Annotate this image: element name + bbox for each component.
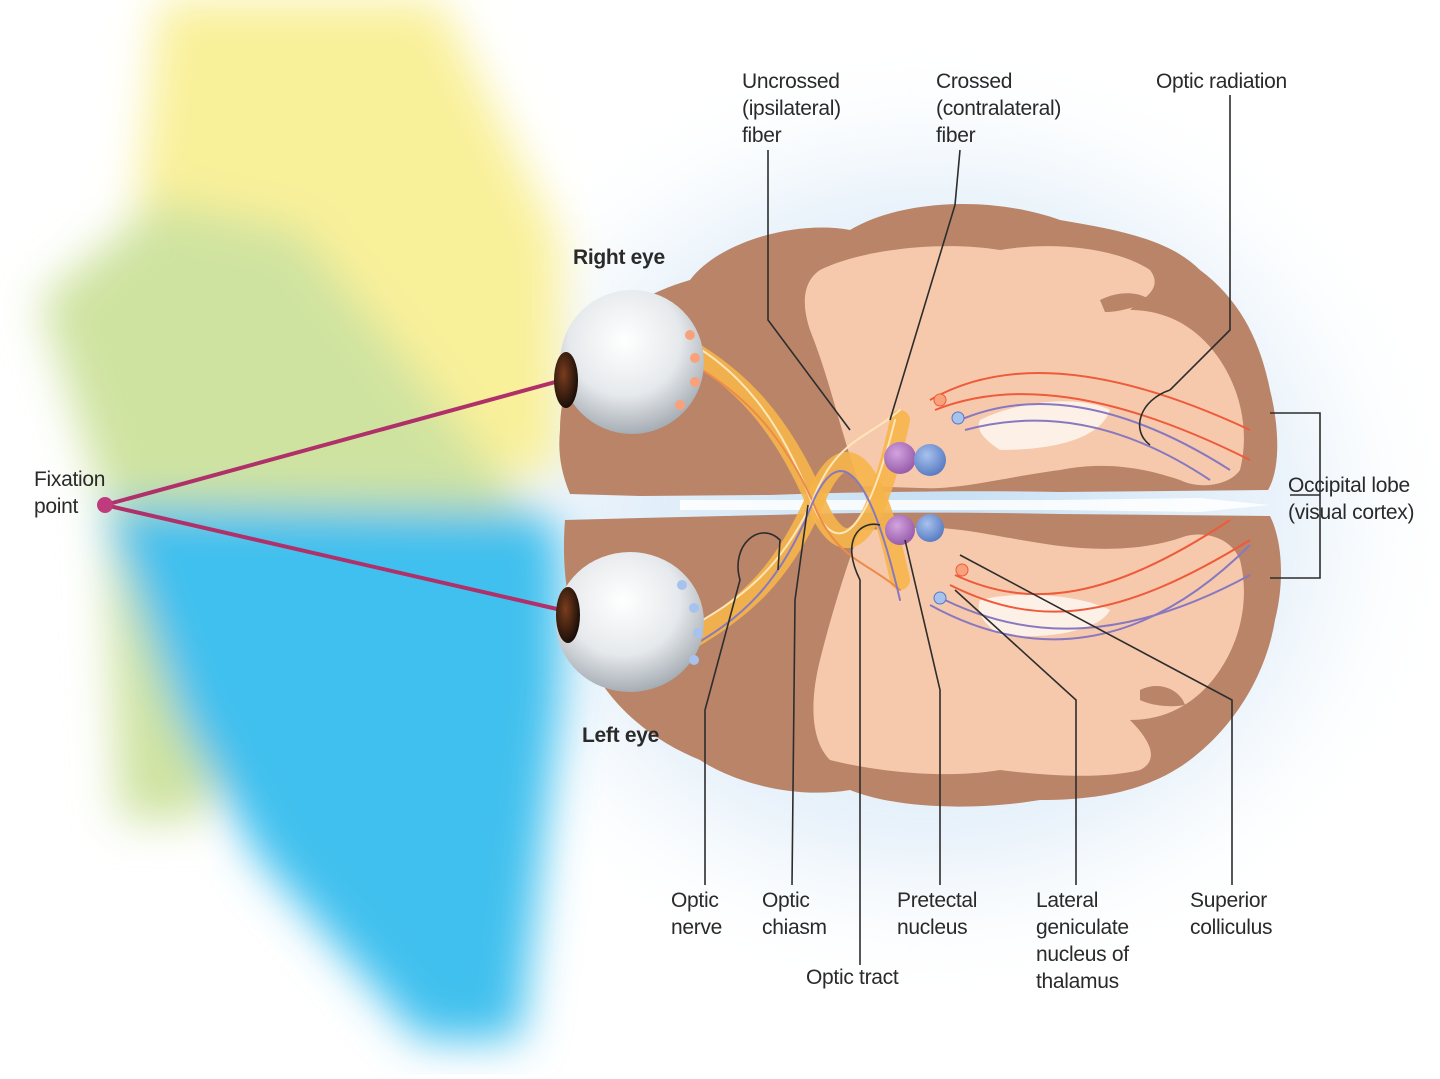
visual-field-blue: [105, 505, 560, 1040]
label-fixation-point: Fixation point: [34, 468, 106, 518]
left-eye-iris: [556, 587, 580, 643]
right-eye-receptor-4: [675, 400, 685, 410]
leader-occipital-lobe: [1270, 412, 1321, 579]
optic-radiation-bracket: [1138, 389, 1171, 446]
lgn-upper-purple: [884, 442, 916, 474]
fixation-line-left: [104, 503, 571, 614]
brain-lower-inner: [813, 527, 1244, 776]
fiber-2: [684, 359, 901, 591]
leader-crossed-fiber: [889, 149, 961, 421]
colliculus-dot-3: [955, 563, 969, 577]
lgn-lower-blue: [916, 514, 944, 542]
radiation-red-3: [954, 519, 1231, 596]
label-occipital-lobe: Occipital lobe (visual cortex): [1288, 474, 1415, 524]
label-left-eye: Left eye: [582, 724, 659, 747]
leader-lateral-geniculate: [954, 589, 1077, 885]
visual-field: [40, 0, 560, 1040]
label-crossed-fiber: Crossed (contralateral) fiber: [936, 70, 1062, 147]
left-eye-receptor-3: [693, 628, 703, 638]
colliculus-dot-2: [951, 411, 965, 425]
fiber-4: [684, 470, 901, 651]
gyrus-notch-lower: [1140, 685, 1185, 707]
left-eye-receptor-2: [689, 603, 699, 613]
leader-optic-tract: [850, 523, 881, 965]
label-pretectal-nucleus: Pretectal nucleus: [897, 889, 978, 939]
fixation-line-right: [104, 376, 571, 507]
leader-optic-radiation: [1169, 95, 1231, 391]
label-superior-colliculus: Superior colliculus: [1190, 889, 1273, 939]
label-optic-tract: Optic tract: [806, 966, 899, 989]
brain: [559, 203, 1282, 807]
leader-lines: [704, 95, 1321, 965]
leader-pretectal-nucleus: [904, 539, 941, 885]
white-matter-lower: [978, 594, 1110, 637]
right-eye-receptor-2: [690, 353, 700, 363]
brain-upper-inner: [804, 246, 1244, 489]
leader-optic-chiasm: [791, 504, 809, 886]
label-lateral-geniculate: Lateral geniculate nucleus of thalamus: [1036, 889, 1129, 993]
label-right-eye: Right eye: [573, 246, 665, 269]
longitudinal-fissure: [680, 498, 1270, 512]
lgn-lower-purple: [885, 515, 915, 545]
colliculus-dot-4: [933, 591, 947, 605]
radiation-red-2: [934, 393, 1251, 461]
label-optic-chiasm: Optic chiasm: [762, 889, 827, 939]
fixation-point-dot: [97, 497, 113, 513]
leader-uncrossed-fiber: [767, 150, 851, 431]
colliculus-dot-1: [933, 393, 947, 407]
right-eye-receptor-1: [685, 330, 695, 340]
radiation-red-4: [949, 539, 1251, 613]
right-eye-ball: [560, 290, 704, 434]
nuclei: [884, 393, 969, 605]
label-optic-radiation: Optic radiation: [1156, 70, 1287, 93]
gyrus-notch-upper: [1100, 293, 1150, 312]
label-optic-nerve: Optic nerve: [671, 889, 723, 939]
left-eye-receptor-1: [677, 580, 687, 590]
leader-optic-nerve: [704, 532, 781, 885]
white-matter-upper: [978, 401, 1110, 450]
radiation-red-1: [929, 371, 1251, 431]
right-eye-receptor-3: [690, 377, 700, 387]
radiation-purple-4: [929, 544, 1251, 641]
left-eye-receptor-4: [689, 655, 699, 665]
radiation-purple-3: [934, 574, 1251, 630]
left-eye-graphic: [556, 552, 704, 692]
label-uncrossed-fiber: Uncrossed (ipsilateral) fiber: [742, 70, 841, 147]
optic-pathway-lower: [680, 452, 910, 650]
lgn-upper-blue: [914, 444, 946, 476]
right-eye-iris: [554, 352, 578, 408]
right-eye-graphic: [554, 290, 704, 434]
optic-radiation-fibers: [929, 371, 1251, 641]
left-eye-ball: [556, 552, 704, 692]
optic-pathway: [680, 339, 910, 651]
radiation-purple-2: [964, 419, 1211, 481]
leader-superior-colliculus: [959, 554, 1233, 885]
radiation-purple-1: [959, 403, 1231, 471]
